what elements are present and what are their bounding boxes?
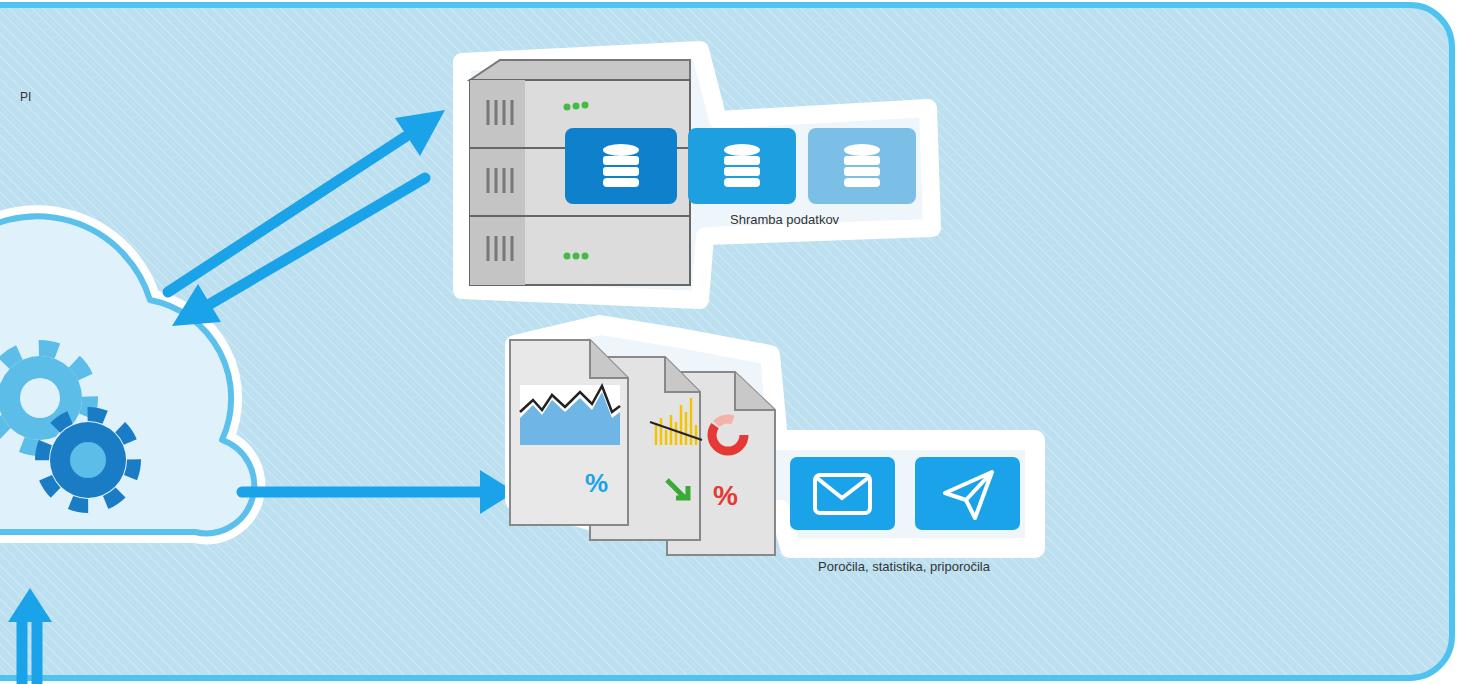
svg-text:%: %: [585, 468, 608, 498]
flow-arrows: [8, 110, 515, 684]
svg-text:%: %: [713, 480, 738, 511]
reports-group: Poročila, statistika, priporočila: [505, 320, 1050, 580]
data-storage-group: Shramba podatkov: [445, 50, 925, 240]
panel: [0, 5, 1452, 678]
caption-text: Poročila, statistika, priporočila: [818, 559, 990, 574]
database-icons: [565, 128, 916, 204]
side-label: PI: [20, 90, 31, 104]
report-documents: % %: [510, 325, 1035, 555]
server-rack: [462, 50, 932, 300]
message-icons: [790, 457, 1020, 530]
caption-text: Shramba podatkov: [730, 212, 839, 227]
